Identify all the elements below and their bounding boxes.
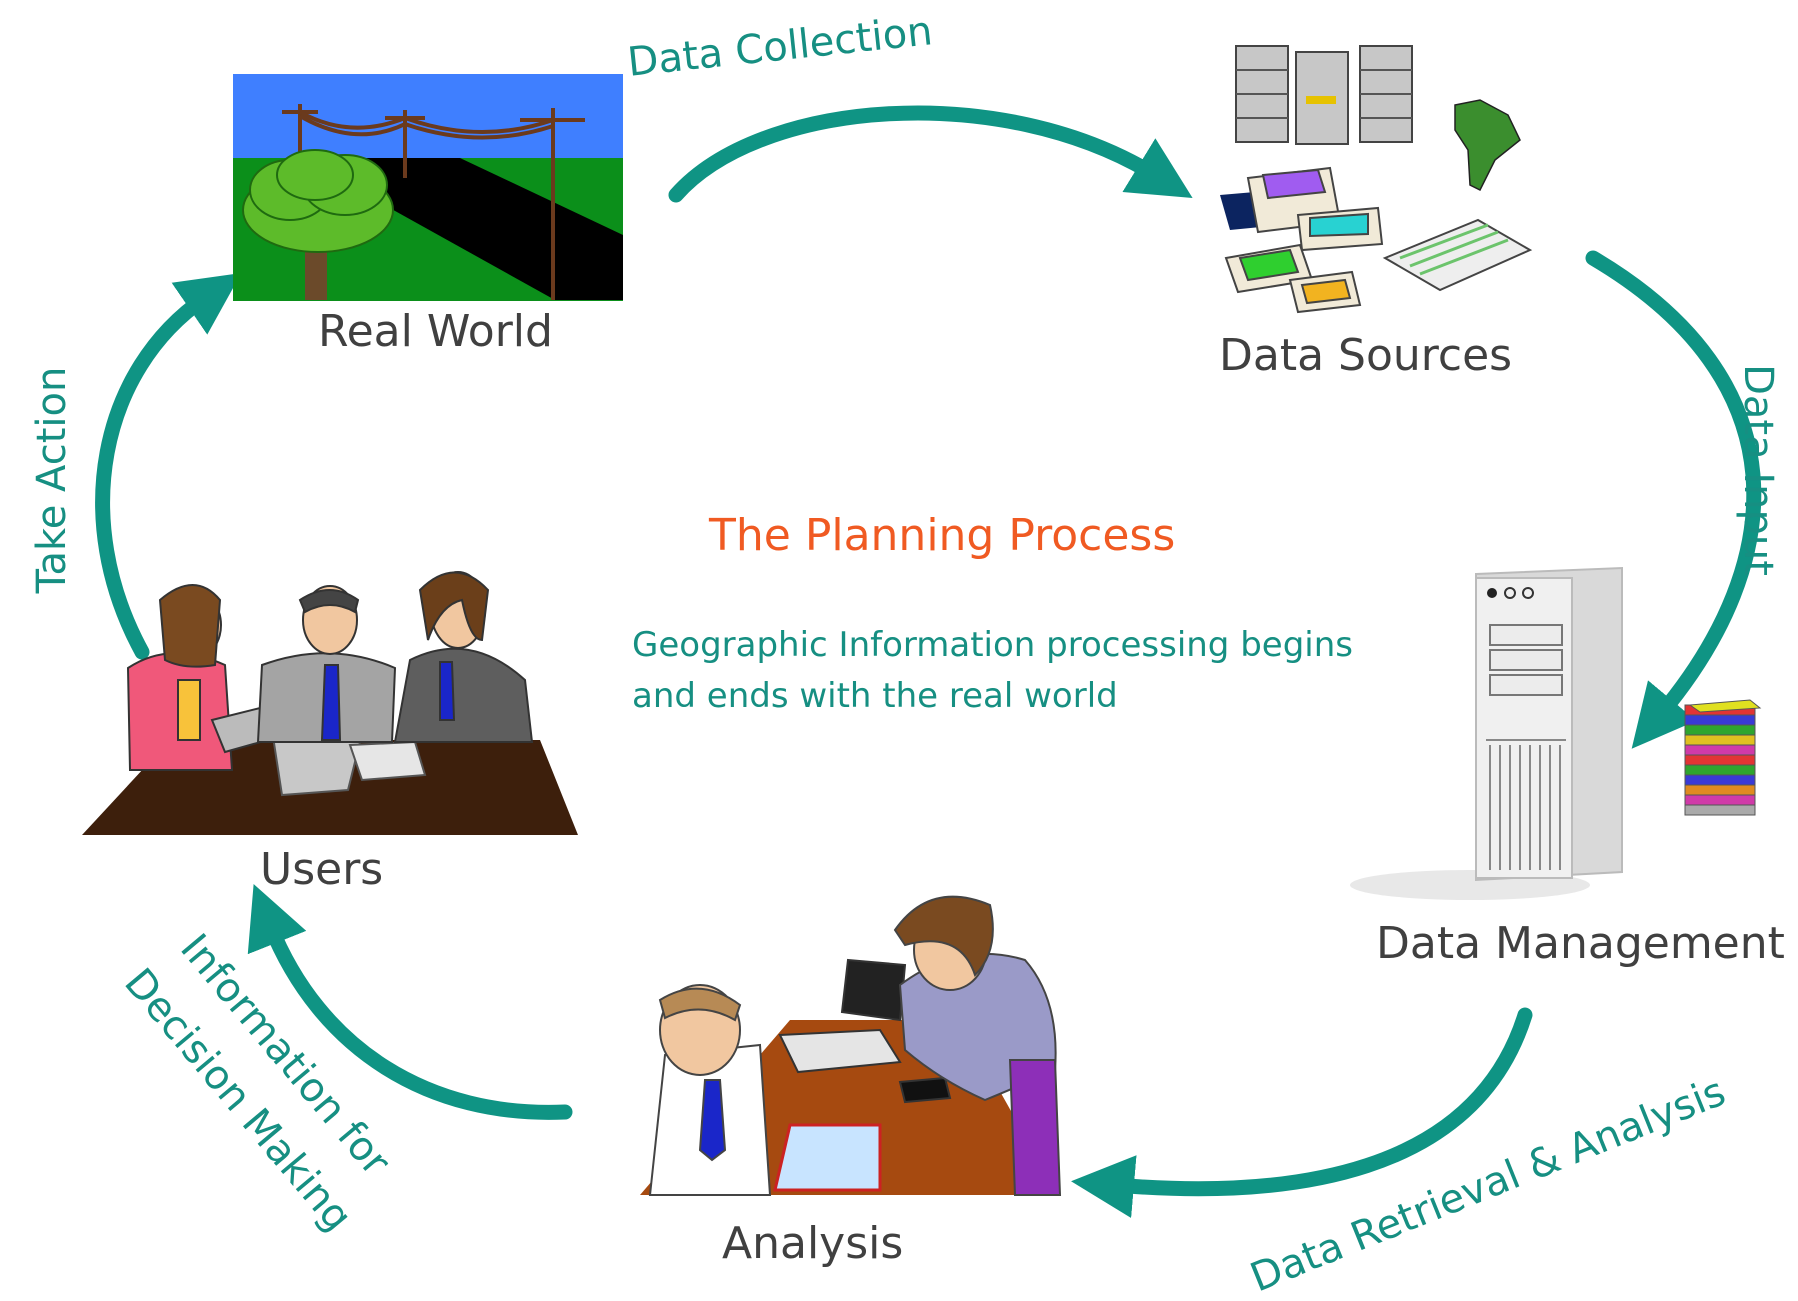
data-input-arrow: [1585, 250, 1762, 749]
data-sources-image: [1220, 45, 1533, 314]
diagram-title: The Planning Process: [709, 510, 1176, 561]
data-collection-arrow: [668, 105, 1193, 203]
data-retrieval-arrow: [1071, 1007, 1533, 1218]
diagram-canvas: [82, 45, 1762, 1218]
data-management-image: [1350, 566, 1762, 900]
description-line-2: and ends with the real world: [632, 676, 1118, 716]
analysis-image: [640, 895, 1062, 1196]
data-input-label: Data Input: [1735, 364, 1781, 576]
users-label: Users: [260, 844, 384, 895]
take-action-arrow: [95, 273, 242, 660]
analysis-label: Analysis: [722, 1218, 904, 1269]
users-image: [82, 571, 578, 835]
real-world-label: Real World: [318, 306, 553, 357]
description-line-1: Geographic Information processing begins: [632, 625, 1353, 665]
information-arrow: [247, 884, 573, 1120]
data-sources-label: Data Sources: [1219, 330, 1513, 381]
real-world-image: [233, 74, 623, 301]
data-management-label: Data Management: [1376, 918, 1785, 969]
planning-process-diagram: Real World Data Sources Data Management …: [29, 8, 1785, 1301]
take-action-label: Take Action: [29, 366, 75, 594]
